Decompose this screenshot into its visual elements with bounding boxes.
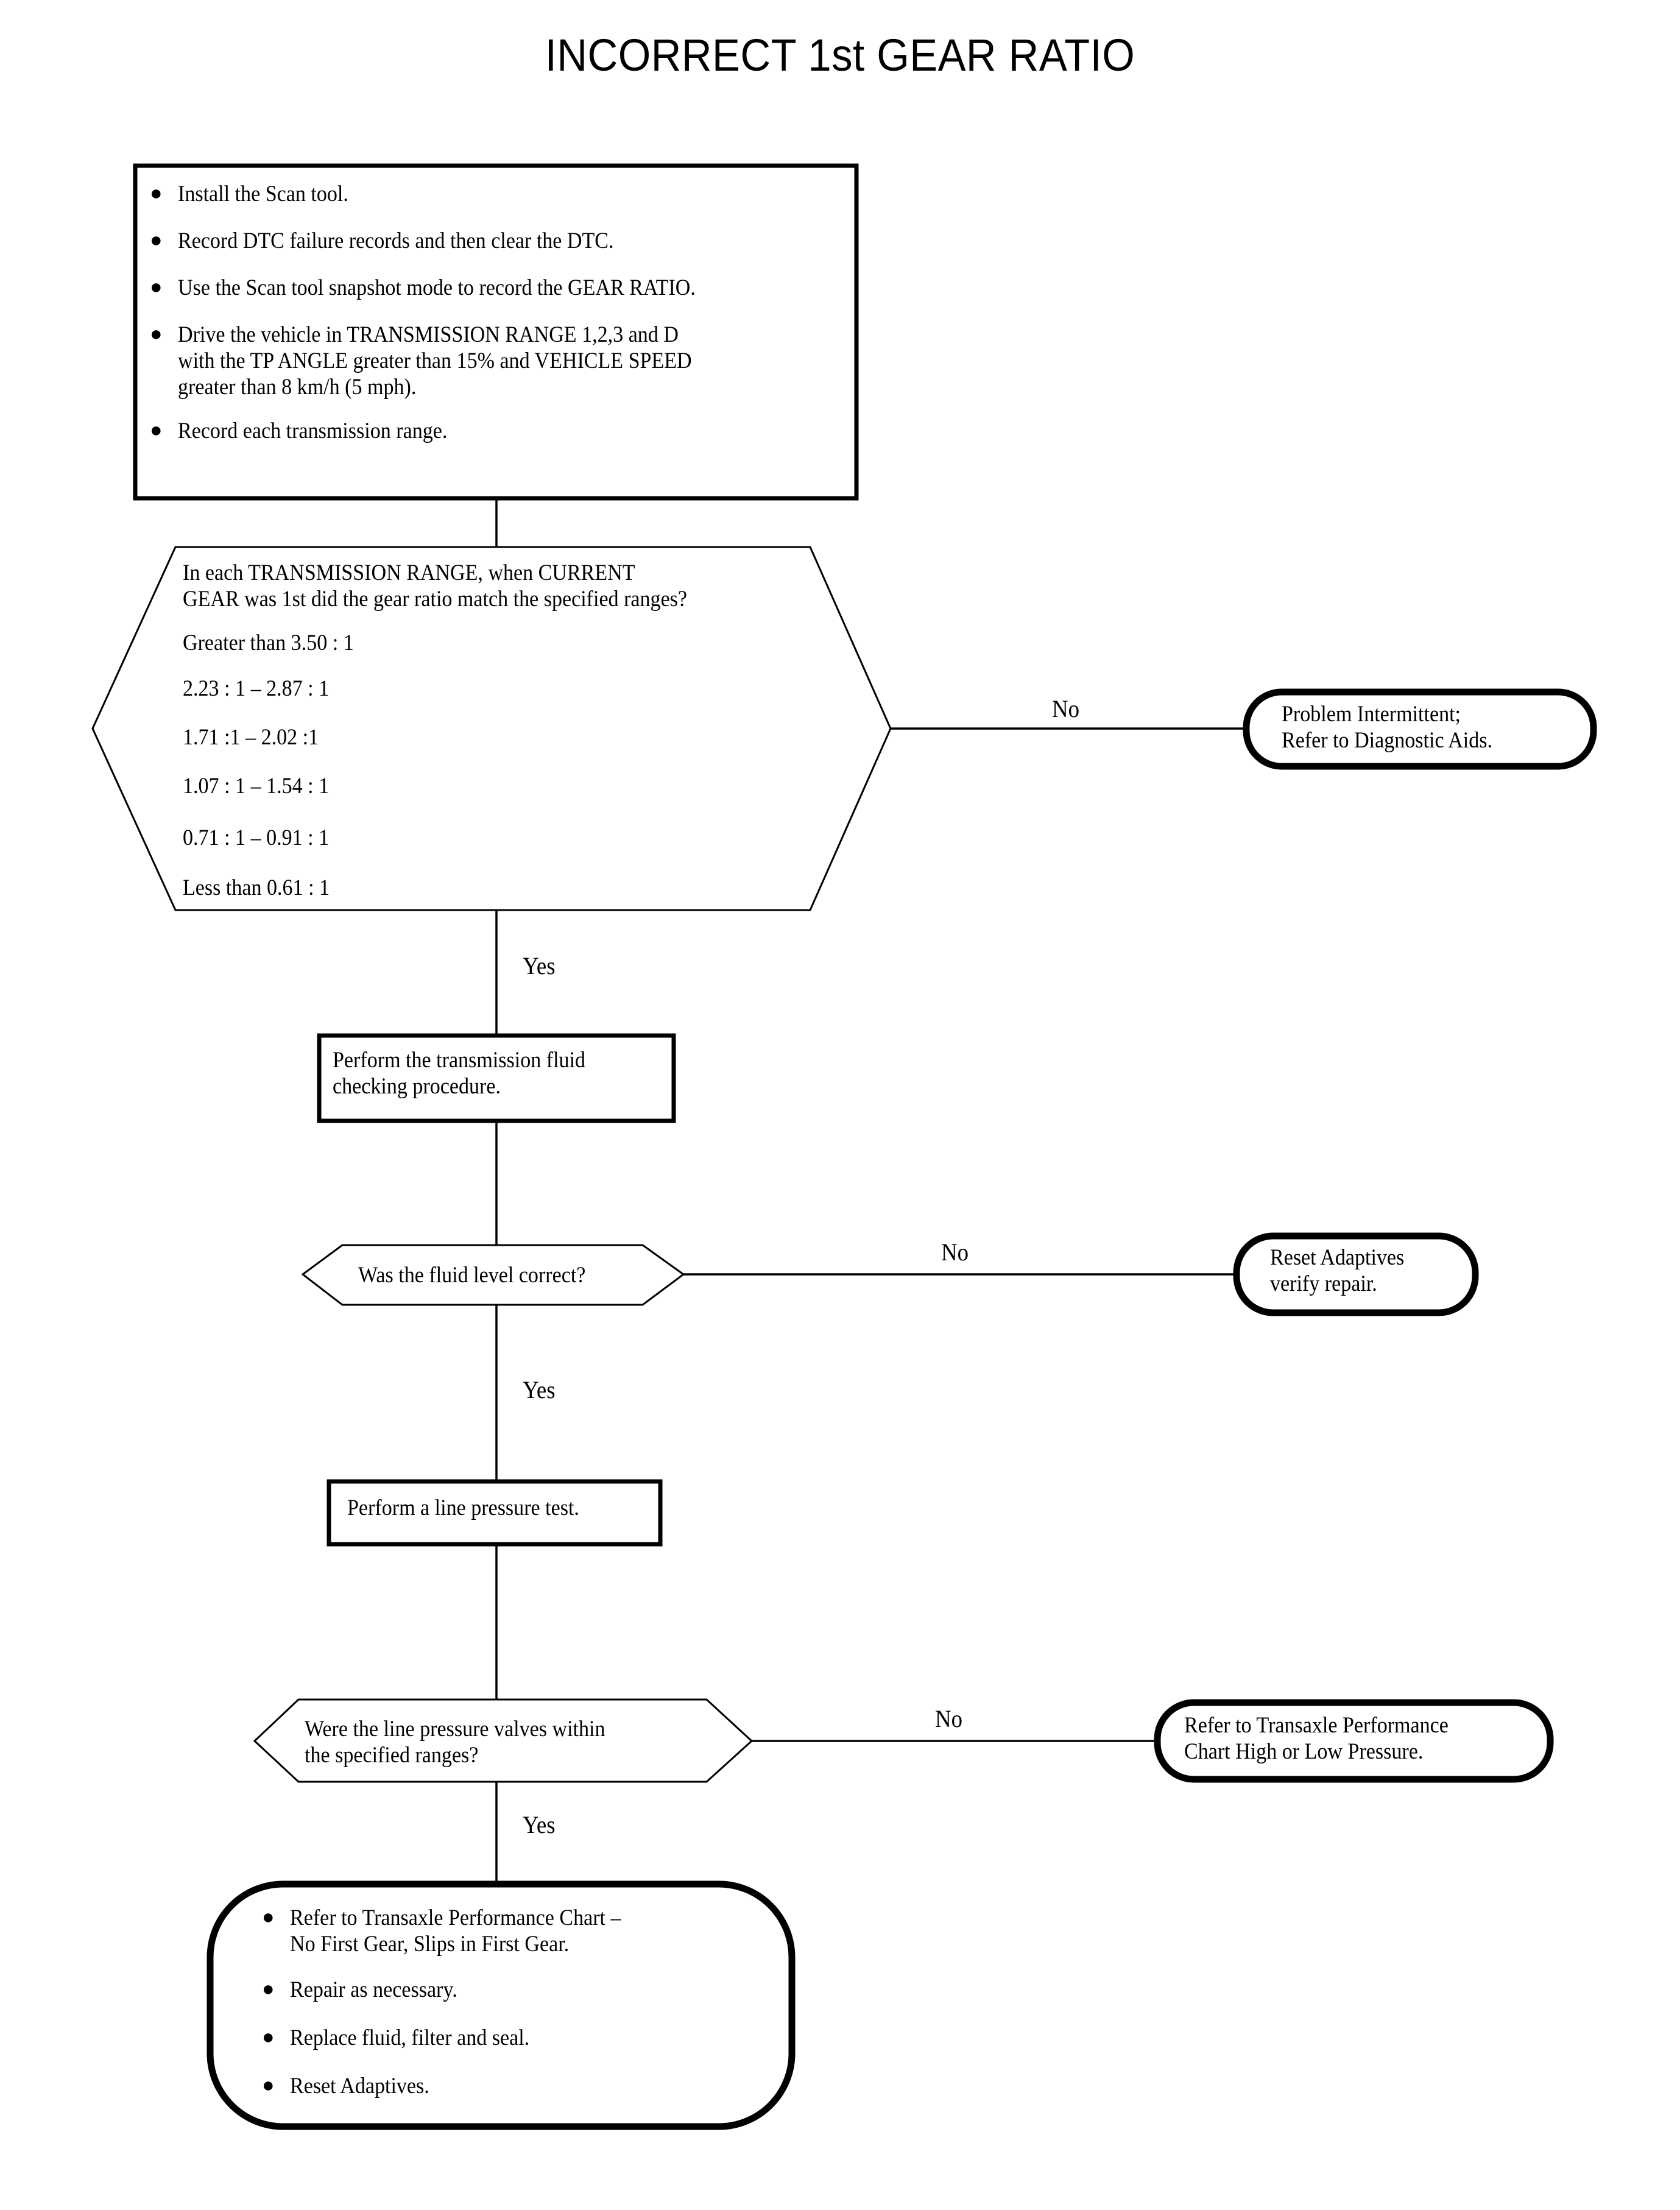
fluid-check-text: Perform the transmission fluid checking … <box>333 1048 586 1099</box>
bullet-icon: ● <box>262 1906 275 1929</box>
list-item: ● Repair as necessary. <box>262 1977 774 2003</box>
gear-ratio-range-2: 2.23 : 1 – 2.87 : 1 <box>183 676 330 701</box>
edge-label-no-1: No <box>1052 695 1079 722</box>
bullet-icon: ● <box>150 419 163 442</box>
gear-ratio-decision-shape <box>91 546 892 911</box>
fluid-level-decision-shape <box>301 1244 685 1306</box>
list-item: ● Use the Scan tool snapshot mode to rec… <box>150 275 844 302</box>
bullet-icon: ● <box>150 275 163 298</box>
edge-label-yes-3: Yes <box>523 1811 556 1838</box>
gear-ratio-range-3: 1.71 :1 – 2.02 :1 <box>183 725 319 750</box>
line-pressure-decision-shape <box>253 1698 754 1783</box>
gear-ratio-range-6: Less than 0.61 : 1 <box>183 875 330 900</box>
list-item: ● Reset Adaptives. <box>262 2074 774 2100</box>
fluid-check-box-shape <box>317 1033 676 1123</box>
edge-label-no-2: No <box>941 1238 969 1266</box>
setup-bullet-4: Drive the vehicle in TRANSMISSION RANGE … <box>178 322 692 400</box>
final-bullet-3: Replace fluid, filter and seal. <box>290 2025 530 2050</box>
bullet-icon: ● <box>150 322 163 345</box>
setup-box-bullets: ● Install the Scan tool. ● Record DTC fa… <box>150 182 844 445</box>
problem-intermittent-shape <box>1243 688 1597 770</box>
bullet-icon: ● <box>150 182 163 205</box>
reset-adaptives-text: Reset Adaptives verify repair. <box>1270 1245 1405 1296</box>
final-actions-bullets: ● Refer to Transaxle Performance Chart –… <box>262 1905 774 2100</box>
setup-bullet-3: Use the Scan tool snapshot mode to recor… <box>178 275 696 300</box>
setup-bullet-1: Install the Scan tool. <box>178 182 348 207</box>
list-item: ● Record each transmission range. <box>150 418 844 445</box>
final-bullet-4: Reset Adaptives. <box>290 2073 429 2099</box>
final-actions-shape <box>206 1880 796 2130</box>
page-title: INCORRECT 1st GEAR RATIO <box>545 30 1135 80</box>
line-pressure-question: Were the line pressure valves within the… <box>305 1717 605 1768</box>
edge-label-yes-1: Yes <box>523 952 556 980</box>
reset-adaptives-shape <box>1233 1232 1479 1316</box>
problem-intermittent-text: Problem Intermittent; Refer to Diagnosti… <box>1282 702 1493 753</box>
gear-ratio-range-4: 1.07 : 1 – 1.54 : 1 <box>183 774 330 799</box>
fluid-level-question: Was the fluid level correct? <box>358 1263 586 1288</box>
gear-ratio-question: In each TRANSMISSION RANGE, when CURRENT… <box>183 560 688 612</box>
bullet-icon: ● <box>262 2025 275 2049</box>
bullet-icon: ● <box>262 1977 275 2000</box>
transaxle-pressure-ref-text: Refer to Transaxle Performance Chart Hig… <box>1184 1713 1449 1764</box>
line-pressure-box-shape <box>326 1479 663 1547</box>
list-item: ● Record DTC failure records and then cl… <box>150 228 844 255</box>
gear-ratio-range-5: 0.71 : 1 – 0.91 : 1 <box>183 825 330 850</box>
list-item: ● Replace fluid, filter and seal. <box>262 2025 774 2052</box>
setup-bullet-5: Record each transmission range. <box>178 418 448 444</box>
edge-label-no-3: No <box>935 1705 962 1732</box>
final-bullet-1: Refer to Transaxle Performance Chart – N… <box>290 1905 621 1957</box>
setup-bullet-2: Record DTC failure records and then clea… <box>178 228 614 253</box>
final-bullet-2: Repair as necessary. <box>290 1977 457 2002</box>
setup-box-shape <box>133 163 859 501</box>
list-item: ● Install the Scan tool. <box>150 182 844 208</box>
gear-ratio-range-1: Greater than 3.50 : 1 <box>183 630 354 655</box>
list-item: ● Drive the vehicle in TRANSMISSION RANG… <box>150 322 844 401</box>
list-item: ● Refer to Transaxle Performance Chart –… <box>262 1905 774 1958</box>
bullet-icon: ● <box>262 2074 275 2097</box>
line-pressure-text: Perform a line pressure test. <box>347 1495 579 1520</box>
bullet-icon: ● <box>150 228 163 252</box>
transaxle-pressure-ref-shape <box>1154 1699 1554 1783</box>
edge-label-yes-2: Yes <box>523 1376 556 1403</box>
